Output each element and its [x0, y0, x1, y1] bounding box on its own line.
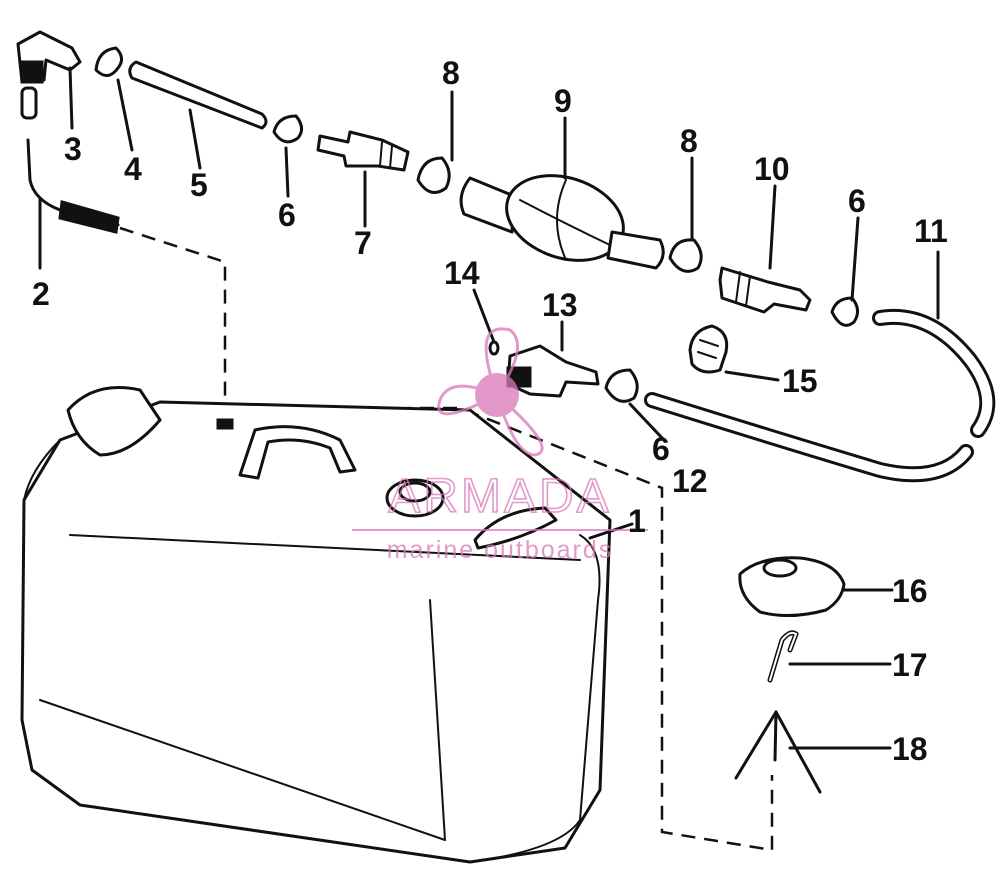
filler-cap	[738, 556, 846, 618]
callout-6-right: 6	[848, 183, 866, 219]
primer-bulb	[459, 174, 665, 270]
callout-4: 4	[124, 151, 142, 187]
connector-7	[316, 130, 410, 172]
callout-1: 1	[628, 503, 646, 539]
callout-9: 9	[554, 83, 572, 119]
fuel-tank	[20, 386, 612, 864]
callout-11: 11	[914, 213, 948, 249]
hose-5	[128, 60, 268, 130]
callout-18: 18	[892, 731, 928, 767]
spring-retainer	[734, 710, 822, 794]
callout-10: 10	[754, 151, 790, 187]
clamp-6c	[604, 368, 639, 403]
clamp-6a	[272, 114, 303, 144]
callout-2: 2	[32, 276, 50, 312]
callout-17: 17	[892, 647, 928, 683]
clamp-8a	[416, 156, 451, 194]
callout-8-left: 8	[442, 55, 460, 91]
callout-leaders	[38, 66, 940, 750]
hose-clamp-15	[688, 324, 729, 374]
connector-13	[506, 344, 600, 398]
callout-8-right: 8	[680, 123, 698, 159]
hose-11	[872, 309, 996, 438]
watermark: ARMADA marine outboards	[352, 327, 648, 564]
elbow-fitting	[16, 30, 82, 84]
callout-7: 7	[354, 225, 372, 261]
callout-numbers: 1 2 3 4 5 6 7 8 9 8 10 6 11 14 13 15 6 1…	[32, 55, 948, 767]
clamp-8b	[668, 238, 703, 273]
hook	[767, 630, 799, 683]
callout-12: 12	[672, 463, 708, 499]
watermark-brand: ARMADA	[388, 470, 611, 523]
watermark-tagline: marine outboards	[387, 536, 614, 564]
callout-6-lower: 6	[652, 431, 670, 467]
o-ring	[488, 340, 500, 356]
callout-16: 16	[892, 573, 928, 609]
connector-10	[718, 266, 812, 314]
callout-6-upper: 6	[278, 197, 296, 233]
hose-12	[644, 392, 974, 483]
callout-14: 14	[444, 255, 480, 291]
propeller-logo-icon	[437, 327, 544, 457]
callout-5: 5	[190, 167, 208, 203]
callout-13: 13	[542, 287, 578, 323]
clamp-4	[94, 46, 123, 77]
callout-15: 15	[782, 363, 818, 399]
pickup-tube	[20, 86, 120, 234]
clamp-6b	[830, 296, 859, 327]
callout-3: 3	[64, 131, 82, 167]
